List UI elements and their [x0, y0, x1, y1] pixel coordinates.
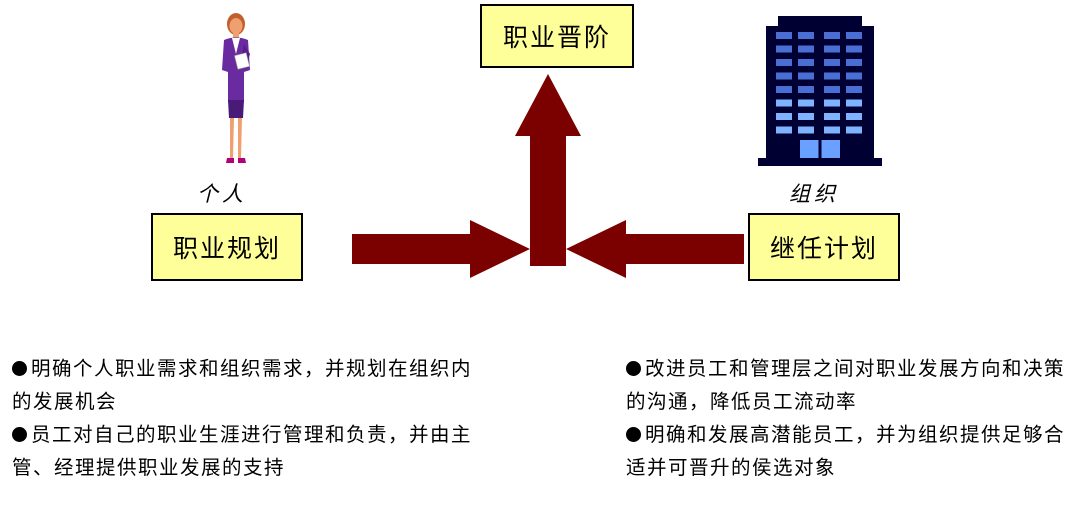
- organization-bullet-list: 改进员工和管理层之间对职业发展方向和决策的沟通，降低员工流动率 明确和发展高潜能…: [626, 352, 1071, 484]
- building-window: [776, 86, 792, 93]
- building-window: [846, 32, 862, 39]
- bullet-text: 明确和发展高潜能员工，并为组织提供足够合适并可晋升的侯选对象: [626, 423, 1066, 479]
- building-window: [824, 86, 840, 93]
- career-planning-label: 职业规划: [172, 234, 281, 263]
- building-window: [798, 45, 814, 53]
- office-building-icon: [758, 16, 882, 166]
- individual-bullet-list: 明确个人职业需求和组织需求，并规划在组织内的发展机会 员工对自己的职业生涯进行管…: [12, 352, 482, 484]
- building-window: [824, 72, 840, 80]
- building-window: [798, 32, 814, 39]
- list-item: 明确和发展高潜能员工，并为组织提供足够合适并可晋升的侯选对象: [626, 418, 1071, 484]
- left-arrow: [352, 220, 530, 278]
- organization-caption: 组织: [789, 182, 839, 206]
- bullet-dot-icon: [12, 361, 27, 376]
- bullet-text: 员工对自己的职业生涯进行管理和负责，并由主管、经理提供职业发展的支持: [12, 423, 473, 479]
- building-window: [776, 59, 792, 66]
- building-window: [846, 59, 862, 66]
- bullet-dot-icon: [12, 427, 27, 442]
- businesswoman-icon: [222, 13, 250, 163]
- building-window: [824, 99, 840, 107]
- list-item: 员工对自己的职业生涯进行管理和负责，并由主管、经理提供职业发展的支持: [12, 418, 482, 484]
- career-advancement-label: 职业晋阶: [502, 23, 611, 52]
- building-window: [776, 126, 792, 134]
- building-window: [846, 126, 862, 134]
- building-window: [798, 113, 814, 120]
- building-window: [776, 45, 792, 53]
- bullet-text: 改进员工和管理层之间对职业发展方向和决策的沟通，降低员工流动率: [626, 357, 1066, 413]
- bullet-dot-icon: [626, 427, 641, 442]
- building-window: [776, 72, 792, 80]
- career-planning-box: 职业规划: [151, 213, 303, 281]
- building-window: [776, 99, 792, 107]
- building-window: [846, 86, 862, 93]
- building-window: [798, 86, 814, 93]
- building-window: [824, 59, 840, 66]
- up-arrow: [515, 74, 581, 266]
- building-window: [776, 113, 792, 120]
- career-advancement-box: 职业晋阶: [480, 4, 634, 68]
- succession-plan-label: 继任计划: [769, 234, 878, 263]
- building-window: [824, 32, 840, 39]
- person-caption: 个人: [197, 182, 247, 206]
- bullet-text: 明确个人职业需求和组织需求，并规划在组织内的发展机会: [12, 357, 473, 413]
- building-window: [846, 72, 862, 80]
- succession-plan-box: 继任计划: [748, 213, 900, 281]
- building-windows: [776, 32, 862, 134]
- building-window: [776, 32, 792, 39]
- building-window: [798, 126, 814, 134]
- building-window: [846, 45, 862, 53]
- bullet-dot-icon: [626, 361, 641, 376]
- right-arrow: [566, 220, 744, 278]
- building-window: [846, 99, 862, 107]
- building-window: [824, 126, 840, 134]
- list-item: 改进员工和管理层之间对职业发展方向和决策的沟通，降低员工流动率: [626, 352, 1071, 418]
- building-window: [798, 59, 814, 66]
- building-window: [798, 72, 814, 80]
- building-window: [846, 113, 862, 120]
- building-window: [824, 45, 840, 53]
- list-item: 明确个人职业需求和组织需求，并规划在组织内的发展机会: [12, 352, 482, 418]
- building-window: [798, 99, 814, 107]
- building-window: [824, 113, 840, 120]
